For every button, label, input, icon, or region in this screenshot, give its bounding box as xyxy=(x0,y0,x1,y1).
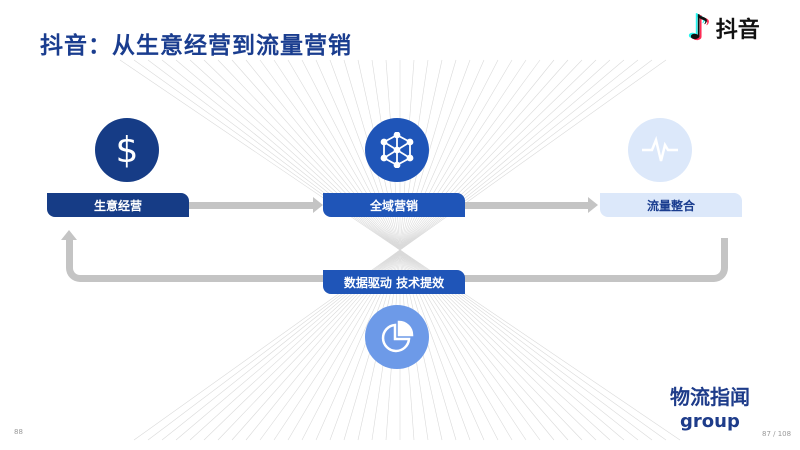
douyin-logo: ♪ 抖音 xyxy=(688,8,760,48)
step-marketing: 全域营销 xyxy=(323,193,465,217)
brand-text: group xyxy=(680,411,740,432)
tiktok-note-icon: ♪ xyxy=(688,8,710,48)
dollar-icon: $ xyxy=(95,118,159,182)
page-title: 抖音：从生意经营到流量营销 xyxy=(40,33,352,59)
pulse-icon xyxy=(628,118,692,182)
pie-chart-icon xyxy=(365,305,429,369)
arrow-right-icon xyxy=(313,197,323,213)
page-number: 87 / 108 xyxy=(762,430,792,438)
loop-label: 数据驱动 技术提效 xyxy=(323,270,465,294)
logo-text: 抖音 xyxy=(715,18,760,43)
arrow-shaft xyxy=(465,202,590,209)
prev-page-number: 88 xyxy=(14,428,23,436)
arrow-shaft xyxy=(189,202,315,209)
mesh-line xyxy=(133,59,667,441)
network-cube-icon xyxy=(365,118,429,182)
arrow-right-icon xyxy=(588,197,598,213)
step-traffic: 流量整合 xyxy=(600,193,742,217)
watermark: 物流指闻 xyxy=(670,385,750,409)
step-business: 生意经营 xyxy=(47,193,189,217)
arrow-up-icon xyxy=(61,230,77,240)
